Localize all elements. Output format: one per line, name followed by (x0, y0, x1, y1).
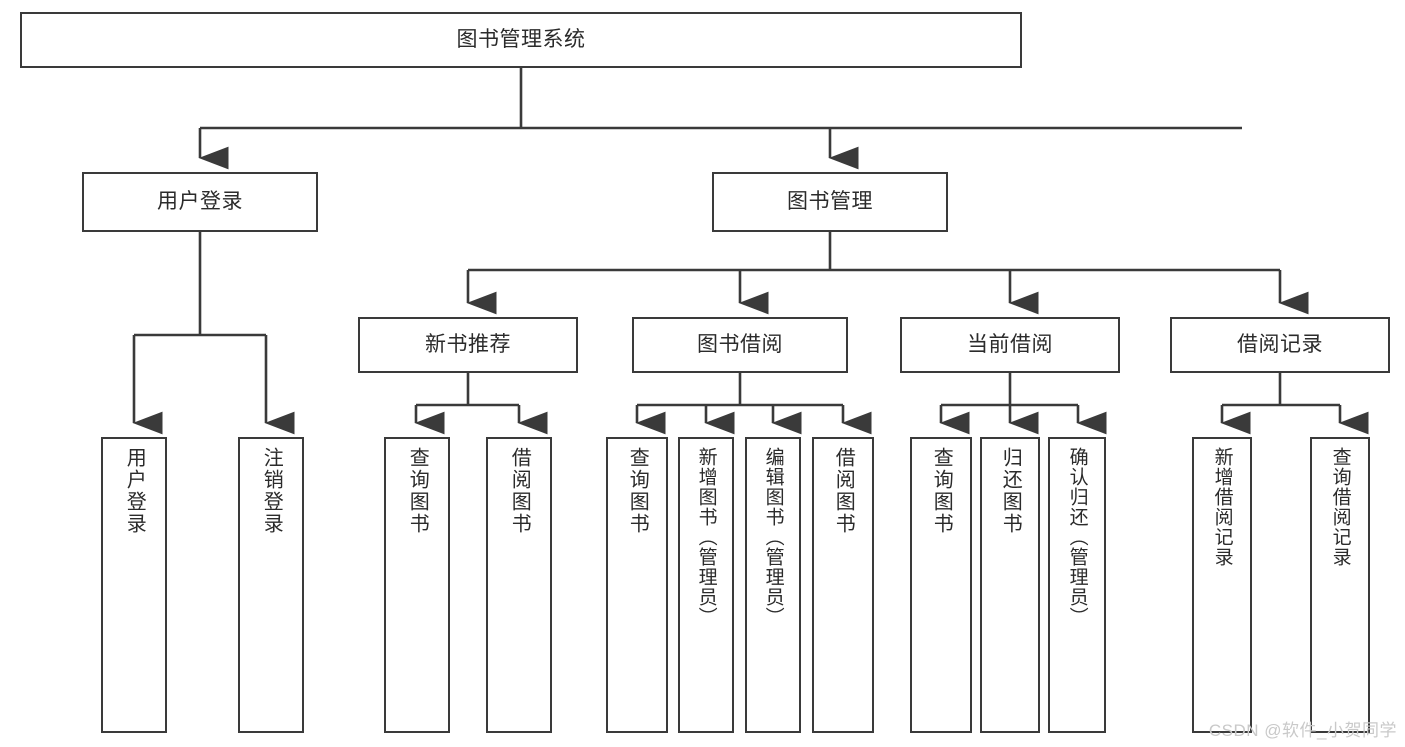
node-new-book-recommend[interactable]: 新书推荐 (358, 317, 578, 373)
node-label: 新书推荐 (425, 332, 511, 356)
leaf-record-query-record[interactable]: 查询借阅记录 (1310, 437, 1370, 733)
node-label: 编辑图书（管理员） (762, 447, 784, 627)
node-label: 新增借阅记录 (1211, 447, 1233, 567)
node-label: 借阅图书 (832, 447, 855, 535)
leaf-recommend-borrow-book[interactable]: 借阅图书 (486, 437, 552, 733)
node-label: 查询借阅记录 (1329, 447, 1351, 567)
node-label: 借阅记录 (1237, 332, 1323, 356)
node-label: 注销登录 (260, 447, 283, 535)
leaf-borrow-edit-book-admin[interactable]: 编辑图书（管理员） (745, 437, 801, 733)
node-label: 图书管理系统 (456, 27, 586, 51)
node-label: 图书借阅 (697, 332, 783, 356)
node-borrow-record[interactable]: 借阅记录 (1170, 317, 1390, 373)
leaf-current-query-book[interactable]: 查询图书 (910, 437, 972, 733)
node-label: 查询图书 (626, 447, 649, 535)
node-book-borrow[interactable]: 图书借阅 (632, 317, 848, 373)
node-user-login[interactable]: 用户登录 (82, 172, 318, 232)
leaf-user-login[interactable]: 用户登录 (101, 437, 167, 733)
leaf-recommend-query-book[interactable]: 查询图书 (384, 437, 450, 733)
leaf-current-confirm-return-admin[interactable]: 确认归还（管理员） (1048, 437, 1106, 733)
node-label: 借阅图书 (508, 447, 531, 535)
node-label: 归还图书 (999, 447, 1022, 535)
node-label: 新增图书（管理员） (695, 447, 717, 627)
node-book-management[interactable]: 图书管理 (712, 172, 948, 232)
node-label: 查询图书 (406, 447, 429, 535)
node-label: 用户登录 (157, 189, 243, 213)
node-root-system[interactable]: 图书管理系统 (20, 12, 1022, 68)
leaf-current-return-book[interactable]: 归还图书 (980, 437, 1040, 733)
csdn-watermark: CSDN @软件_小贺同学 (1208, 721, 1397, 740)
leaf-user-logout[interactable]: 注销登录 (238, 437, 304, 733)
leaf-borrow-add-book-admin[interactable]: 新增图书（管理员） (678, 437, 734, 733)
node-label: 用户登录 (123, 447, 146, 535)
node-label: 查询图书 (930, 447, 953, 535)
node-label: 确认归还（管理员） (1066, 447, 1088, 627)
node-current-borrow[interactable]: 当前借阅 (900, 317, 1120, 373)
node-label: 图书管理 (787, 189, 873, 213)
leaf-borrow-query-book[interactable]: 查询图书 (606, 437, 668, 733)
node-label: 当前借阅 (967, 332, 1053, 356)
leaf-borrow-borrow-book[interactable]: 借阅图书 (812, 437, 874, 733)
leaf-record-add-record[interactable]: 新增借阅记录 (1192, 437, 1252, 733)
